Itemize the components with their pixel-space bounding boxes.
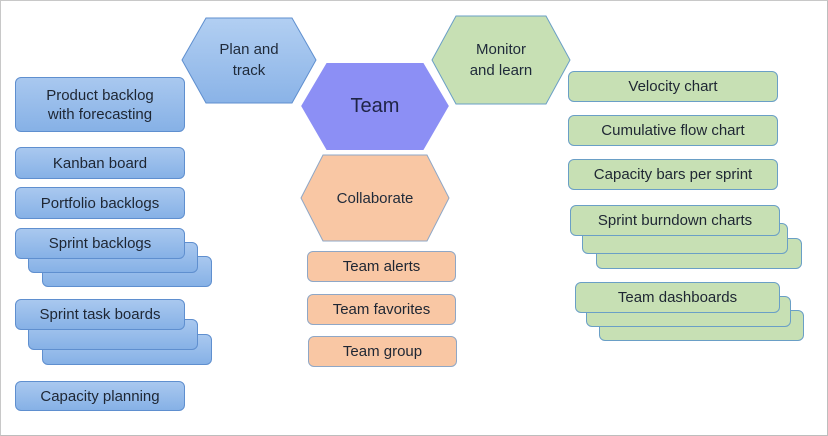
plan-label-line1: Plan and (219, 41, 279, 58)
sprint-burndown-item[interactable]: Sprint burndown charts (570, 205, 780, 236)
team-alerts-item[interactable]: Team alerts (307, 251, 456, 282)
sprint-backlogs-item[interactable]: Sprint backlogs (15, 228, 185, 259)
capacity-planning-item[interactable]: Capacity planning (15, 381, 185, 411)
team-dashboards-item[interactable]: Team dashboards (575, 282, 780, 313)
product-backlog-item[interactable]: Product backlog with forecasting (15, 77, 185, 132)
monitor-hexagon-label: Monitor and learn (456, 34, 546, 86)
sprint-taskboards-item[interactable]: Sprint task boards (15, 299, 185, 330)
collaborate-hexagon-label: Collaborate (336, 189, 414, 207)
velocity-chart-item[interactable]: Velocity chart (568, 71, 778, 102)
plan-hexagon-label: Plan and track (206, 34, 292, 86)
team-favorites-item[interactable]: Team favorites (307, 294, 456, 325)
cumulative-flow-chart-item[interactable]: Cumulative flow chart (568, 115, 778, 146)
collaborate-hexagon (300, 154, 450, 242)
product-backlog-line1: Product backlog (46, 86, 154, 104)
monitor-hexagon (431, 15, 571, 105)
product-backlog-line2: with forecasting (47, 105, 153, 123)
monitor-label-line1: Monitor (475, 41, 527, 58)
team-hexagon (298, 61, 452, 152)
capacity-bars-item[interactable]: Capacity bars per sprint (568, 159, 778, 190)
monitor-label-line2: and learn (469, 62, 533, 79)
team-hexagon-label: Team (350, 94, 400, 117)
plan-label-line2: track (232, 62, 266, 79)
kanban-board-item[interactable]: Kanban board (15, 147, 185, 179)
plan-hexagon (181, 17, 317, 104)
portfolio-backlogs-item[interactable]: Portfolio backlogs (15, 187, 185, 219)
team-group-item[interactable]: Team group (308, 336, 457, 367)
